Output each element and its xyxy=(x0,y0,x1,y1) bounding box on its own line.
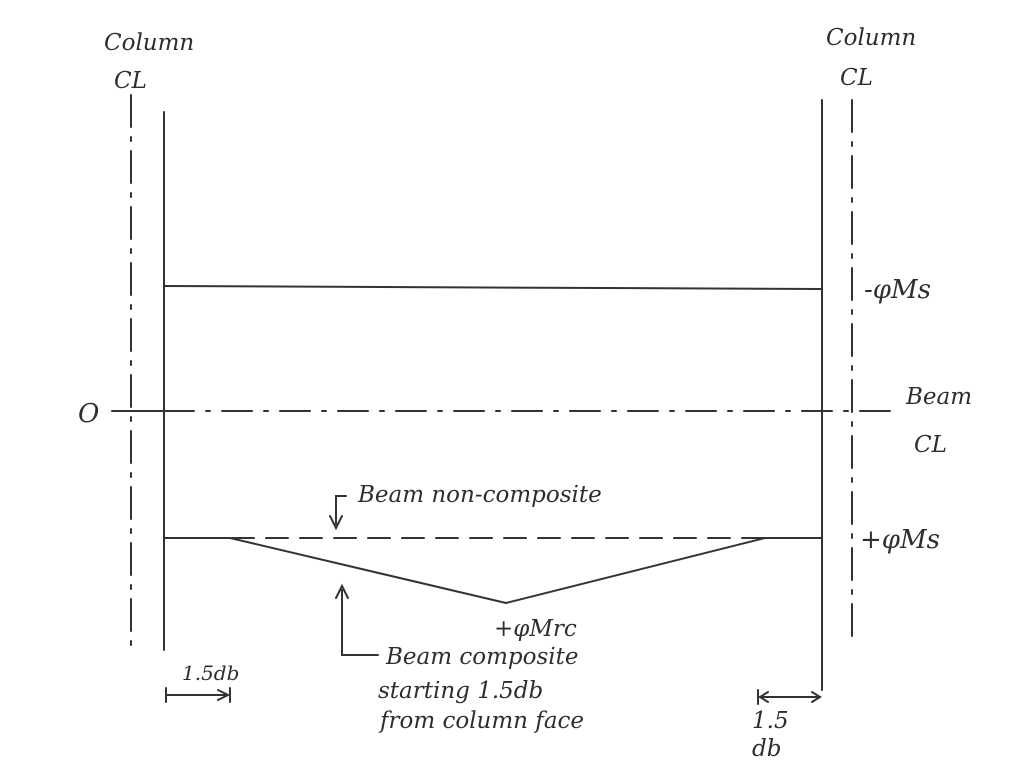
left-dim-arrowhead xyxy=(217,689,231,701)
composite-arrowhead xyxy=(335,583,349,599)
pos-moment-label: +φMs xyxy=(860,525,940,555)
beam-centerline-label: Beam xyxy=(905,384,972,410)
non-composite-label: Beam non-composite xyxy=(357,482,602,508)
left-column-label: Column xyxy=(104,30,194,56)
right-dim-label-2: db xyxy=(752,736,781,762)
right-dim-arrowhead-right xyxy=(811,691,822,703)
right-column-label: Column xyxy=(826,25,916,51)
composite-moment-label: +φMrc xyxy=(494,616,577,642)
non-composite-leader xyxy=(335,495,347,525)
composite-label-line2: starting 1.5db xyxy=(378,678,543,704)
non-composite-arrowhead xyxy=(329,515,343,531)
left-dim-label: 1.5db xyxy=(182,661,239,685)
beam-centerline-symbol: CL xyxy=(914,432,947,458)
neg-moment-label: -φMs xyxy=(864,275,931,305)
composite-label-line1: Beam composite xyxy=(385,644,578,670)
right-centerline-symbol: CL xyxy=(840,65,873,91)
composite-label-line3: from column face xyxy=(378,708,584,734)
composite-moment-profile xyxy=(163,537,823,604)
right-dim-label-1: 1.5 xyxy=(752,708,789,734)
left-centerline-symbol: CL xyxy=(114,68,147,94)
zero-label: O xyxy=(78,399,99,429)
neg-moment-line xyxy=(163,285,823,290)
composite-leader xyxy=(341,589,379,656)
